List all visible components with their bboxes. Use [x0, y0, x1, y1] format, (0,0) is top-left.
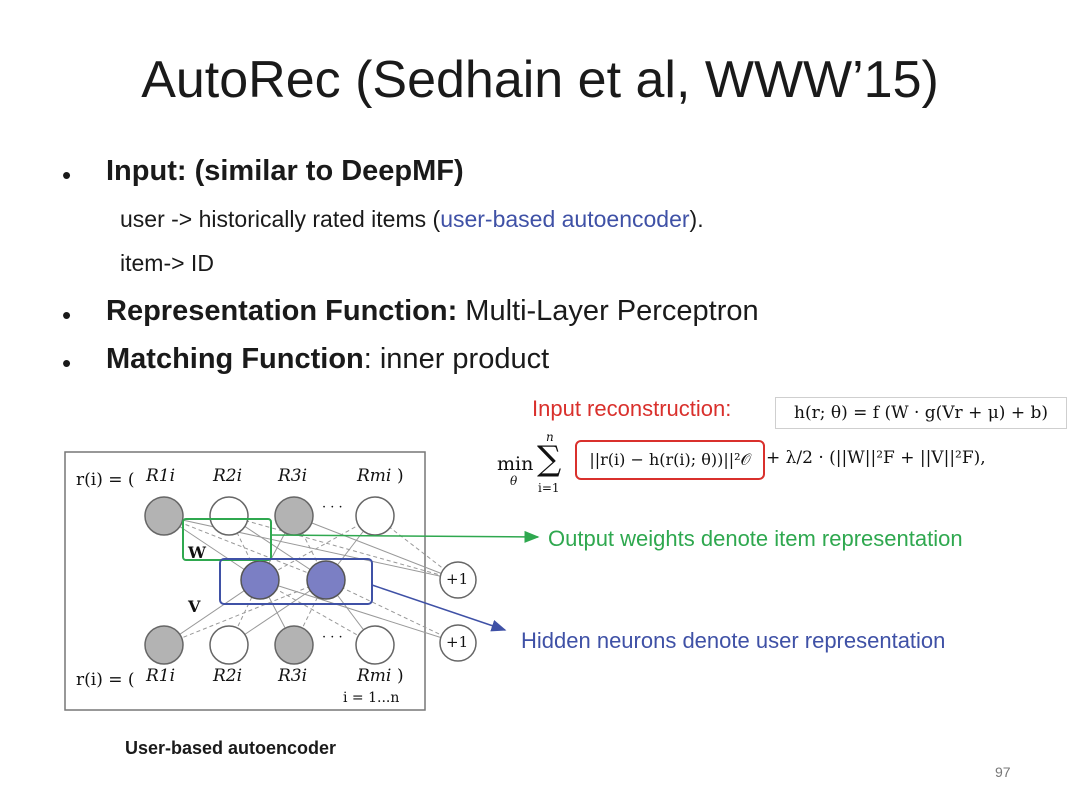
sum-symbol: ∑: [537, 439, 562, 479]
hidden-node: [306, 560, 346, 600]
objective-boxed-term: ||r(i) − h(r(i); θ))||²𝒪: [575, 440, 765, 480]
bias-input-label: +1: [446, 633, 469, 651]
input-label-r3: R3i: [278, 666, 308, 686]
output-node: [355, 496, 395, 536]
bullet-matching-rest: : inner product: [363, 343, 550, 375]
input-node: [355, 625, 395, 665]
output-label-r1: R1i: [146, 466, 176, 486]
input-label-rm: Rmi: [357, 666, 392, 686]
output-label-r2: R2i: [213, 466, 243, 486]
bullet-dot: •: [62, 300, 72, 330]
diagram-caption: User-based autoencoder: [125, 738, 337, 758]
objective-sum-top: n: [546, 430, 554, 444]
input-ellipsis: · · ·: [322, 630, 343, 645]
bullet-input-bold: Input: (similar to DeepMF): [106, 155, 464, 187]
bullet-dot: •: [62, 348, 72, 378]
input-sub-line2: item-> ID: [120, 250, 214, 276]
bullet-matching: Matching Function: inner product: [106, 343, 549, 376]
weight-w-label: W: [188, 543, 206, 562]
output-node: [274, 496, 314, 536]
input-label-r1: R1i: [146, 666, 176, 686]
input-sub-pre: user -> historically rated items (: [120, 206, 441, 232]
diagram-frame: [64, 451, 426, 711]
objective-sum-bottom: i=1: [538, 481, 560, 495]
range-label: i = 1...n: [343, 690, 400, 706]
page-number: 97: [995, 764, 1011, 780]
output-weights-arrow: [270, 530, 540, 543]
input-node: [144, 625, 184, 665]
bias-node-input: [439, 624, 477, 662]
output-node: [209, 496, 249, 536]
hidden-node: [240, 560, 280, 600]
bullet-representation-bold: Representation Function:: [106, 295, 458, 327]
objective-min: min: [497, 453, 534, 475]
objective-regularizer: + λ/2 · (||W||²F + ||V||²F),: [766, 448, 986, 468]
input-node: [274, 625, 314, 665]
bias-hidden-label: +1: [446, 570, 469, 588]
bullet-dot: •: [62, 160, 72, 190]
bullet-input: Input: (similar to DeepMF): [106, 155, 464, 188]
reconstruction-formula: h(r; θ) = f (W · g(Vr + μ) + b): [775, 397, 1067, 429]
hidden-neurons-annotation: Hidden neurons denote user representatio…: [521, 628, 946, 653]
bullet-matching-bold: Matching Function: [106, 343, 364, 375]
output-row-lhs: r(i) = (: [76, 470, 135, 490]
input-row-close: ): [397, 666, 404, 686]
weight-v-label: V: [188, 597, 201, 616]
input-node: [209, 625, 249, 665]
output-weights-annotation: Output weights denote item representatio…: [548, 526, 963, 551]
input-sub-line1: user -> historically rated items (user-b…: [120, 206, 704, 233]
bias-node-hidden: [439, 561, 477, 599]
input-sub-post: ).: [689, 206, 704, 232]
bullet-representation: Representation Function: Multi-Layer Per…: [106, 295, 759, 328]
output-node: [144, 496, 184, 536]
output-label-rm: Rmi: [357, 466, 392, 486]
slide-title: AutoRec (Sedhain et al, WWW’15): [141, 51, 939, 109]
hidden-neurons-highlight: [219, 558, 373, 605]
input-label-r2: R2i: [213, 666, 243, 686]
output-ellipsis: · · ·: [322, 500, 343, 515]
input-row-lhs: r(i) = (: [76, 670, 135, 690]
output-label-r3: R3i: [278, 466, 308, 486]
objective-theta: θ: [510, 474, 518, 488]
bullet-representation-rest: Multi-Layer Perceptron: [457, 295, 759, 327]
hidden-neurons-arrow: [371, 584, 507, 632]
output-row-close: ): [397, 466, 404, 486]
input-sub-link: user-based autoencoder: [440, 206, 690, 232]
reconstruction-label: Input reconstruction:: [532, 396, 732, 421]
